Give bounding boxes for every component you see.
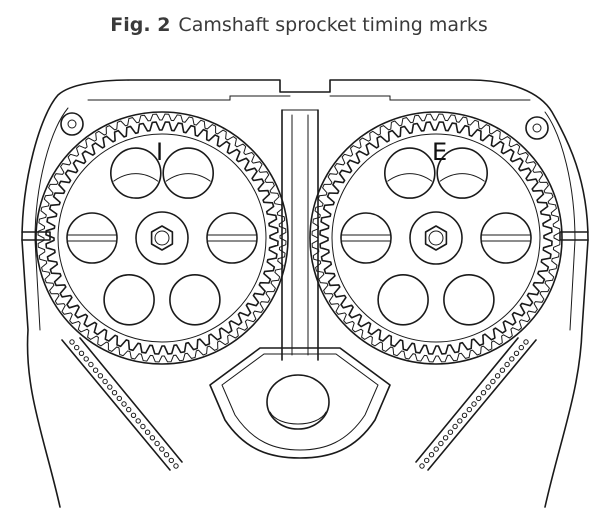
intake-sprocket-teeth (45, 121, 279, 355)
exhaust-camshaft-sprocket (309, 111, 563, 365)
belt-tooth (111, 390, 118, 396)
exhaust-sprocket-hub (409, 211, 463, 265)
exhaust-belt-teeth (311, 113, 561, 363)
belt-tooth (121, 401, 127, 407)
intake-sprocket-hole (66, 212, 118, 264)
belt-tooth (442, 435, 449, 441)
exhaust-hub-bolt-washer (428, 230, 444, 246)
belt-tooth (78, 350, 85, 356)
belt-tooth (518, 344, 524, 351)
exhaust-sprocket-hole (340, 212, 392, 264)
belt-tooth (419, 463, 425, 469)
belt-tooth (83, 356, 89, 362)
belt-tooth (490, 378, 496, 385)
belt-tooth (485, 384, 491, 390)
exhaust-sprocket-hole (443, 273, 495, 326)
figure-caption: Fig. 2 Camshaft sprocket timing marks (0, 14, 598, 36)
exhaust-hole-shading (387, 173, 433, 182)
belt-tooth (457, 418, 463, 424)
belt-tooth (92, 367, 99, 373)
belt-tooth (466, 406, 472, 413)
intake-sprocket-hole (169, 273, 221, 326)
exhaust-sprocket-hole (480, 212, 532, 264)
belt-tooth (471, 401, 477, 407)
intake-sprocket-hole (110, 147, 162, 199)
belt-tooth (428, 452, 435, 458)
bolt-boss-right (525, 116, 549, 140)
belt-tooth (97, 373, 104, 379)
exhaust-sprocket-rim (331, 133, 541, 343)
figure-title: Camshaft sprocket timing marks (178, 14, 488, 36)
intake-belt-outer (35, 111, 289, 365)
belt-tooth (433, 446, 439, 452)
belt-tooth (173, 463, 179, 469)
intake-hole-shading (113, 173, 159, 182)
belt-tooth (69, 339, 75, 345)
belt-tooth (509, 356, 515, 362)
belt-tooth (476, 395, 482, 402)
belt-tooth (144, 429, 151, 435)
intake-belt-teeth (37, 113, 287, 363)
belt-tooth (163, 452, 170, 458)
intake-sprocket-hole (162, 147, 214, 199)
exhaust-hole-shading (439, 173, 485, 182)
exhaust-hub-bolt (424, 225, 448, 251)
belt-tooth (168, 457, 175, 464)
belt-tooth (149, 435, 156, 441)
exhaust-sprocket-hole (383, 147, 436, 199)
belt-tooth (494, 373, 501, 379)
exhaust-sprocket-hole (377, 273, 429, 326)
split-line-right (559, 231, 589, 241)
lower-cover-plate (209, 347, 391, 459)
belt-tooth (102, 378, 108, 385)
belt-tooth (447, 429, 454, 435)
belt-tooth (126, 406, 132, 413)
figure-number: Fig. 2 (110, 14, 171, 36)
bolt-boss-left (60, 112, 84, 136)
exhaust-sprocket-teeth (319, 121, 553, 355)
belt-tooth (438, 440, 444, 447)
intake-hole-shading (165, 173, 211, 182)
belt-tooth (499, 367, 506, 373)
belt-tooth (140, 423, 146, 430)
intake-sprocket-hole (103, 273, 155, 326)
exhaust-timing-mark: E (432, 138, 447, 166)
intake-camshaft-sprocket (35, 111, 289, 365)
belt-tooth (74, 344, 80, 351)
exhaust-sprocket-hole (436, 147, 489, 199)
engine-housing-outline (21, 79, 589, 508)
belt-tooth (88, 361, 94, 368)
exhaust-belt-outer (309, 111, 563, 365)
belt-tooth (504, 361, 510, 368)
belt-tooth (461, 412, 468, 418)
housing-right-rim (544, 111, 576, 331)
intake-timing-mark: I (156, 138, 163, 166)
timing-belt-lower (61, 337, 537, 471)
intake-sprocket-hub (135, 211, 189, 265)
belt-tooth (130, 412, 137, 418)
belt-tooth (107, 384, 113, 390)
belt-tooth (154, 440, 160, 447)
belt-tooth (424, 457, 430, 464)
belt-tooth (513, 350, 520, 356)
housing-inner-edge (87, 95, 531, 101)
intake-sprocket-rim (57, 133, 267, 343)
belt-tooth (135, 418, 141, 424)
belt-tooth (159, 446, 165, 452)
belt-tooth (523, 339, 529, 345)
belt-tooth (480, 390, 487, 396)
housing-left-rim (34, 107, 69, 331)
intake-hub-bolt (150, 225, 174, 251)
intake-hub-bolt-washer (154, 230, 170, 246)
intake-sprocket-hole (206, 212, 258, 264)
belt-tooth (116, 395, 123, 402)
belt-tooth (452, 423, 458, 430)
